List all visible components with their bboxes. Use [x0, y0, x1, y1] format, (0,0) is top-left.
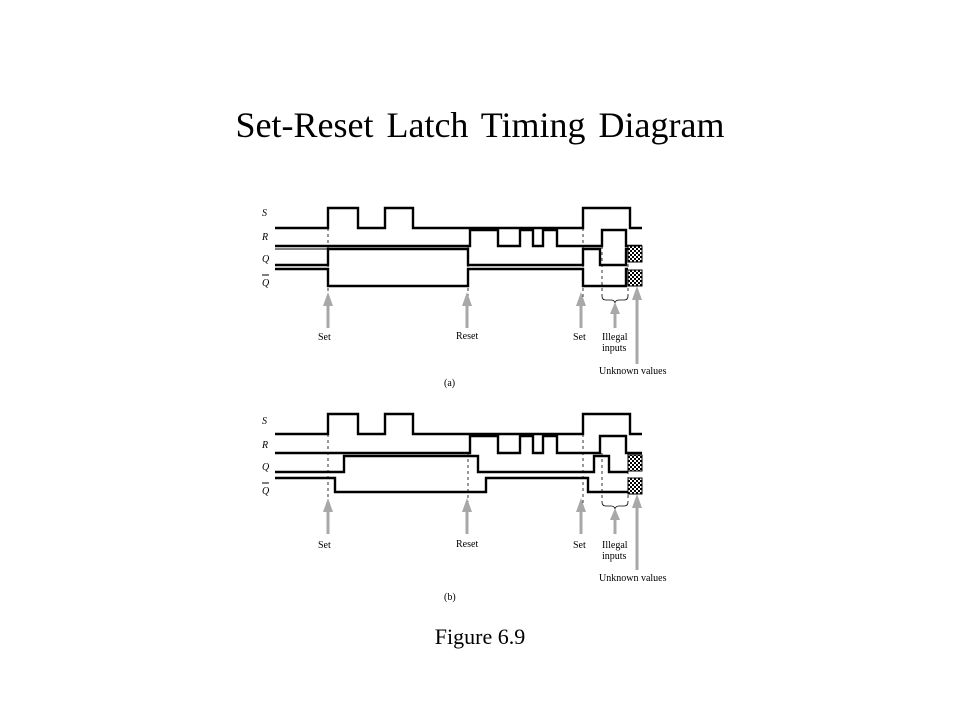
signal-label-s: S: [262, 416, 267, 427]
unknown-block-q-bar: [627, 477, 643, 495]
waveform-r: [275, 228, 642, 248]
signal-label-q-bar: Q: [262, 278, 270, 289]
annotation-inputs: inputs: [602, 551, 627, 562]
arrow-icon: [610, 302, 620, 328]
arrow-icon: [462, 498, 472, 534]
arrow-icon: [610, 508, 620, 534]
arrow-icon: [323, 292, 333, 328]
panel-b: S R Q Q: [261, 412, 667, 603]
annotation-reset: Reset: [456, 331, 478, 342]
waveform-s: [275, 412, 642, 436]
waveform-q: [275, 247, 628, 267]
unknown-block-q: [627, 454, 643, 472]
waveform-s: [275, 206, 642, 230]
arrow-icon: [632, 286, 642, 364]
annotation-reset: Reset: [456, 539, 478, 550]
annotation-illegal: Illegal: [602, 332, 628, 343]
arrow-icon: [323, 498, 333, 534]
annotation-set: Set: [573, 540, 586, 551]
panel-a: S R Q Q: [261, 206, 667, 389]
signal-label-q: Q: [262, 462, 270, 473]
annotation-unknown-values: Unknown values: [599, 366, 667, 377]
waveform-q-bar: [275, 476, 628, 494]
arrow-icon: [576, 498, 586, 534]
panel-label: (a): [444, 378, 455, 389]
annotation-illegal: Illegal: [602, 540, 628, 551]
signal-label-s: S: [262, 208, 267, 219]
slide-title: Set-Reset Latch Timing Diagram: [235, 105, 725, 145]
waveform-r: [275, 434, 642, 455]
waveform-q: [275, 454, 628, 474]
arrow-icon: [632, 494, 642, 570]
annotation-set: Set: [318, 540, 331, 551]
unknown-block-q: [627, 245, 643, 263]
figure-caption: Figure 6.9: [434, 624, 526, 649]
annotation-inputs: inputs: [602, 343, 627, 354]
annotation-set: Set: [573, 332, 586, 343]
annotation-set: Set: [318, 332, 331, 343]
arrow-icon: [576, 292, 586, 328]
panel-label: (b): [444, 592, 456, 603]
arrow-icon: [462, 292, 472, 328]
unknown-block-q-bar: [627, 269, 643, 287]
signal-label-r: R: [261, 232, 268, 243]
annotation-unknown-values: Unknown values: [599, 573, 667, 584]
signal-label-q: Q: [262, 254, 270, 265]
signal-label-r: R: [261, 440, 268, 451]
signal-label-q-bar: Q: [262, 486, 270, 497]
